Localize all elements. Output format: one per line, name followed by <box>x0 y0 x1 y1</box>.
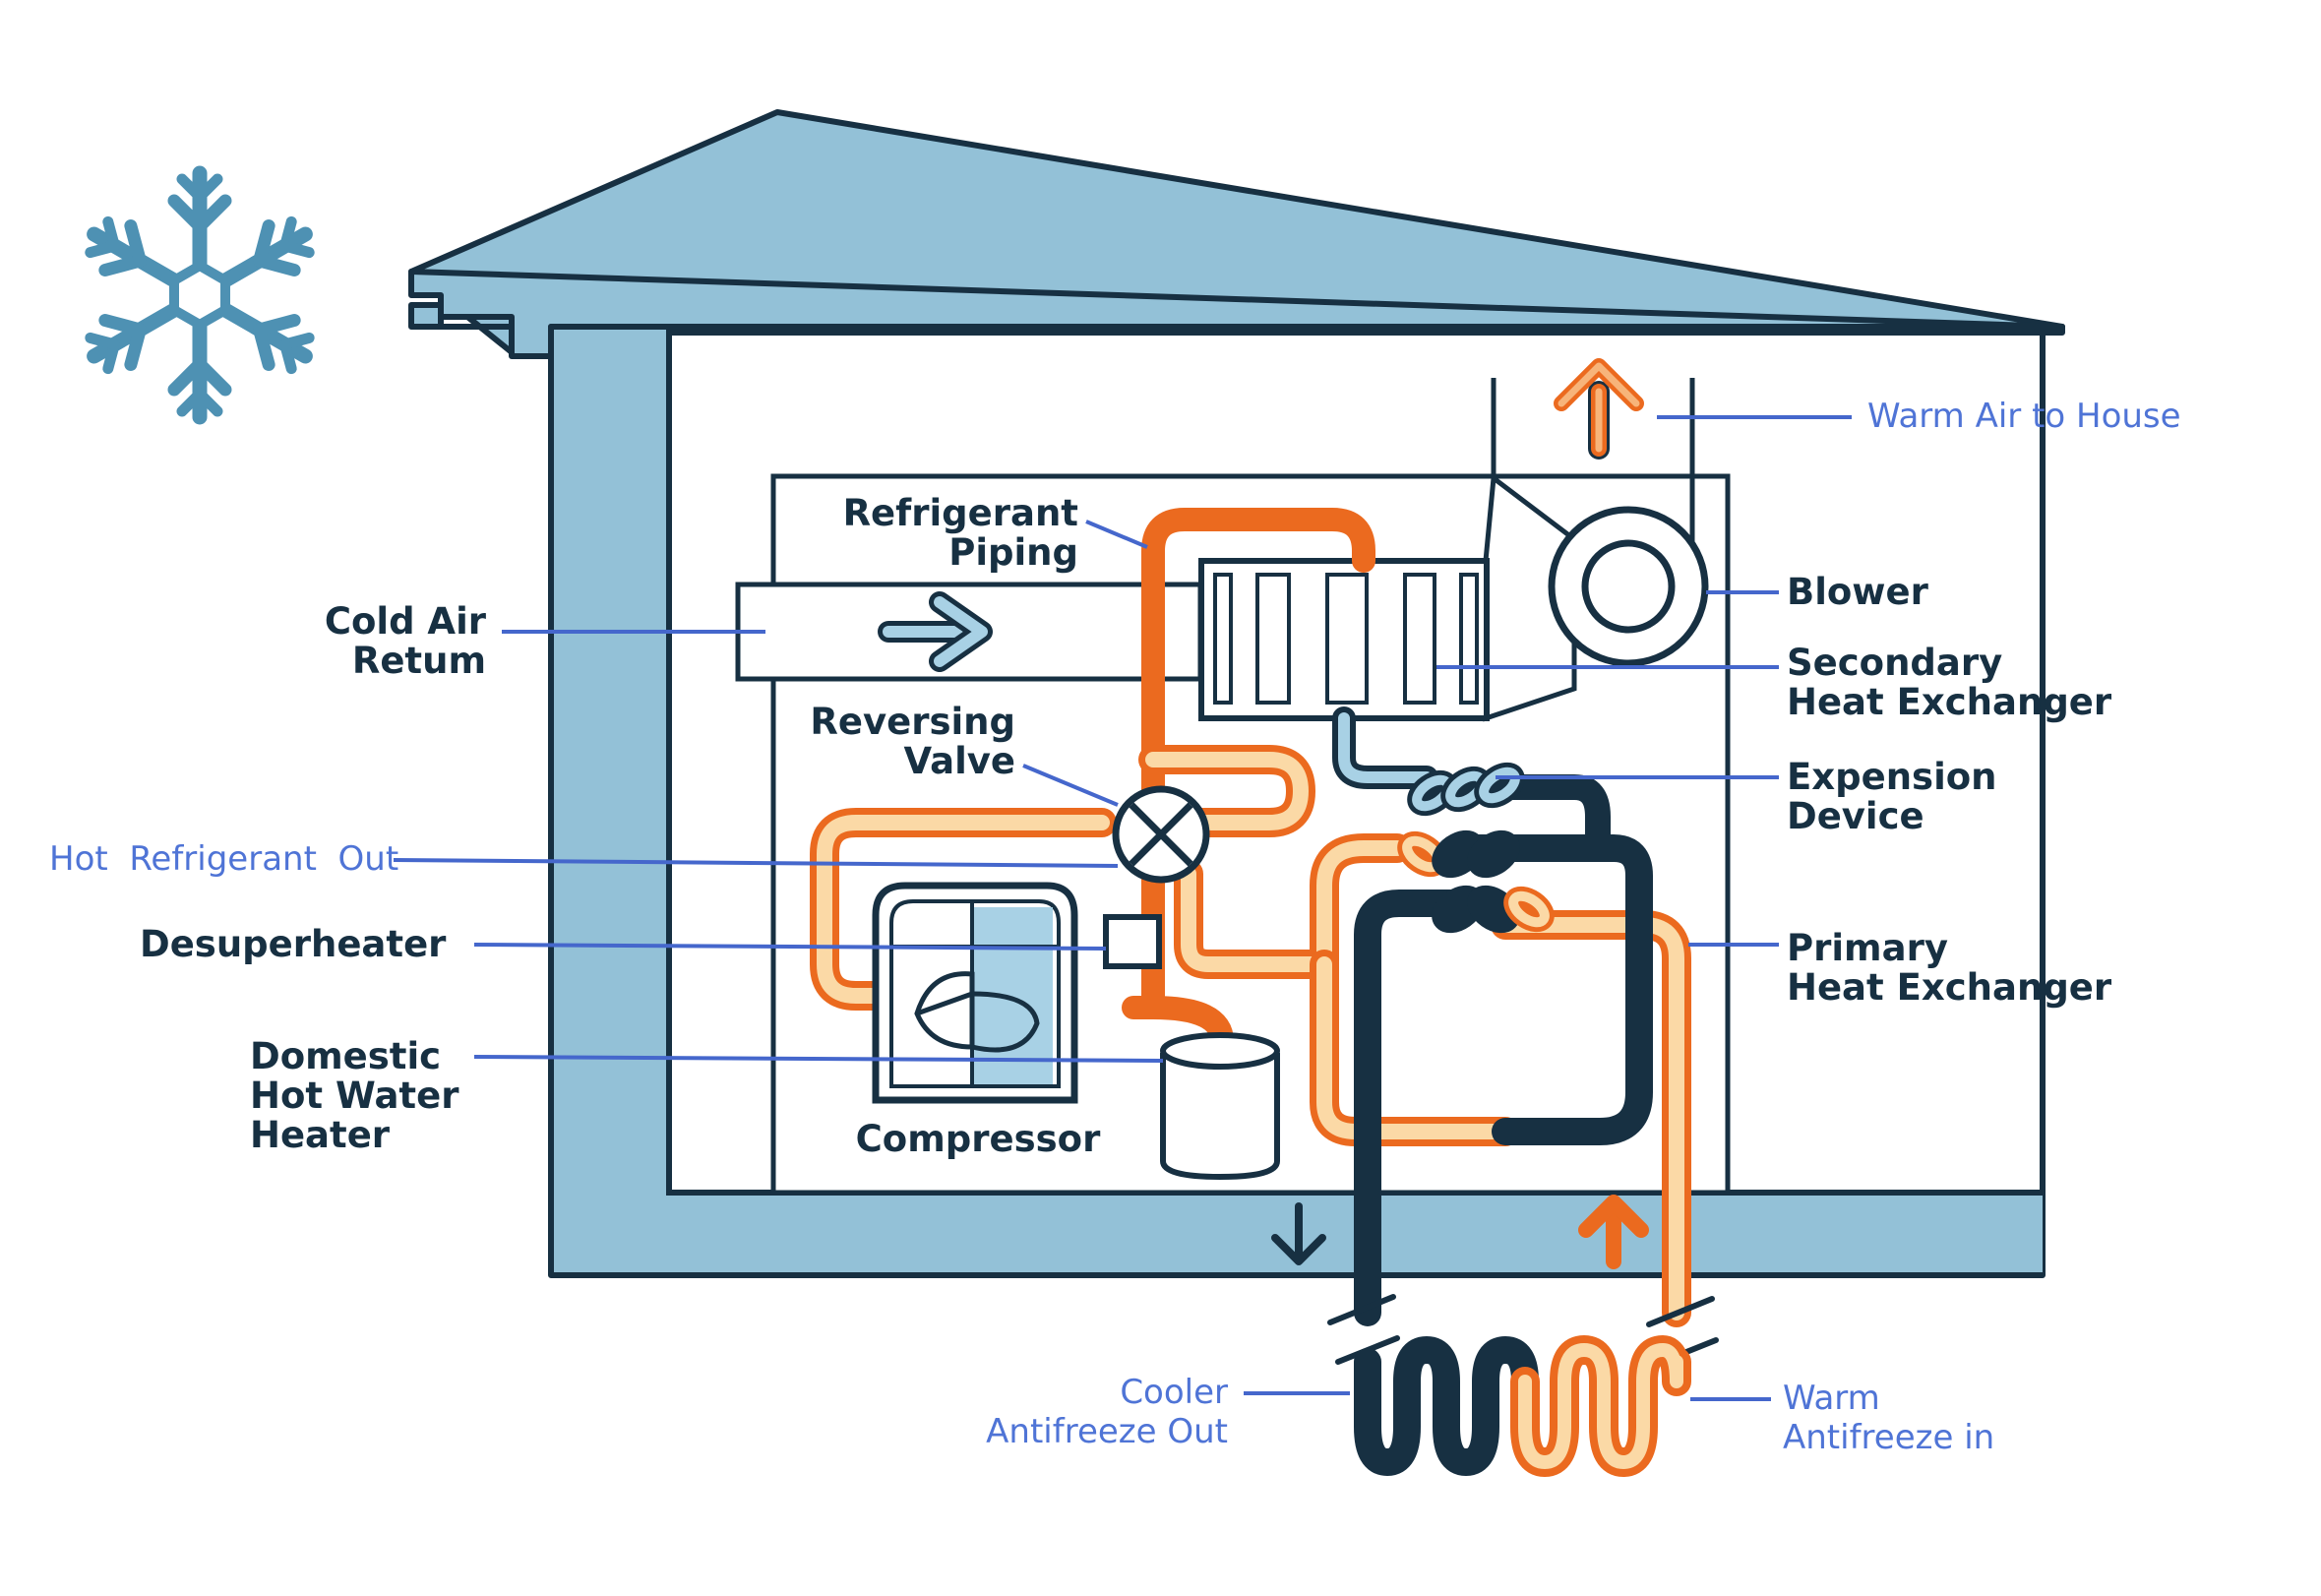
label-cooler-antifreeze-out-line1: Cooler <box>1120 1373 1228 1412</box>
label-compressor: Compressor <box>856 1118 1101 1160</box>
label-reversing-valve-line1: Reversing <box>810 701 1015 743</box>
label-desuperheater: Desuperheater <box>140 923 447 965</box>
reversing-valve-x-icon <box>1112 785 1210 884</box>
expansion-line <box>1332 706 1438 789</box>
desuperheater <box>1103 914 1162 969</box>
label-cold-air-return-line1: Cold Air <box>325 600 487 643</box>
cold-antifreeze-loop <box>1354 774 1653 1326</box>
air-flow-right-arrow-icon <box>878 591 993 672</box>
label-domestic-hot-water-heater-line1: Domestic <box>250 1035 441 1077</box>
label-primary-heat-exchanger-line2: Heat Exchanger <box>1787 966 2112 1009</box>
down-arrow-icon <box>1271 1202 1326 1265</box>
label-refrigerant-piping-line2: Piping <box>948 531 1078 574</box>
compressor <box>872 882 1078 1104</box>
label-secondary-heat-exchanger-line2: Heat Exchanger <box>1787 681 2112 723</box>
label-domestic-hot-water-heater-line3: Heater <box>250 1114 391 1156</box>
label-secondary-heat-exchanger-line1: Secondary <box>1787 642 2002 684</box>
expansion-device-coil <box>1397 762 1555 934</box>
secondary-heat-exchanger <box>1198 558 1490 721</box>
domestic-hot-water-heater-tank <box>1160 1032 1280 1181</box>
label-reversing-valve-line2: Valve <box>904 740 1015 782</box>
label-hot-refrigerant-out: Hot Refrigerant Out <box>49 839 398 879</box>
label-warm-antifreeze-in-line2: Antifreeze in <box>1783 1418 1994 1457</box>
labels: Refrigerant Piping Cold Air Retum Revers… <box>49 397 2181 1457</box>
label-refrigerant-piping-line1: Refrigerant <box>843 492 1078 534</box>
label-domestic-hot-water-heater-line2: Hot Water <box>250 1074 459 1117</box>
blower <box>1483 473 1709 722</box>
label-primary-heat-exchanger-line1: Primary <box>1787 927 1948 969</box>
leader-lines <box>393 415 1852 1401</box>
snowflake-icon <box>82 165 319 417</box>
label-warm-antifreeze-in-line1: Warm <box>1783 1379 1880 1418</box>
label-expansion-device-line2: Device <box>1787 795 1924 837</box>
ground-loop-coil <box>1354 1335 1691 1477</box>
supply-air-duct <box>1491 358 1695 561</box>
label-blower: Blower <box>1787 571 1929 613</box>
up-arrow-icon <box>1578 1195 1649 1269</box>
label-cold-air-return-line2: Retum <box>352 640 486 682</box>
label-cooler-antifreeze-out-line2: Antifreeze Out <box>986 1412 1228 1451</box>
cold-air-return-duct <box>735 582 1203 682</box>
label-expansion-device-line1: Expension <box>1787 756 1997 798</box>
warm-air-up-arrow-icon <box>1554 358 1644 460</box>
label-warm-air-to-house: Warm Air to House <box>1867 397 2181 436</box>
